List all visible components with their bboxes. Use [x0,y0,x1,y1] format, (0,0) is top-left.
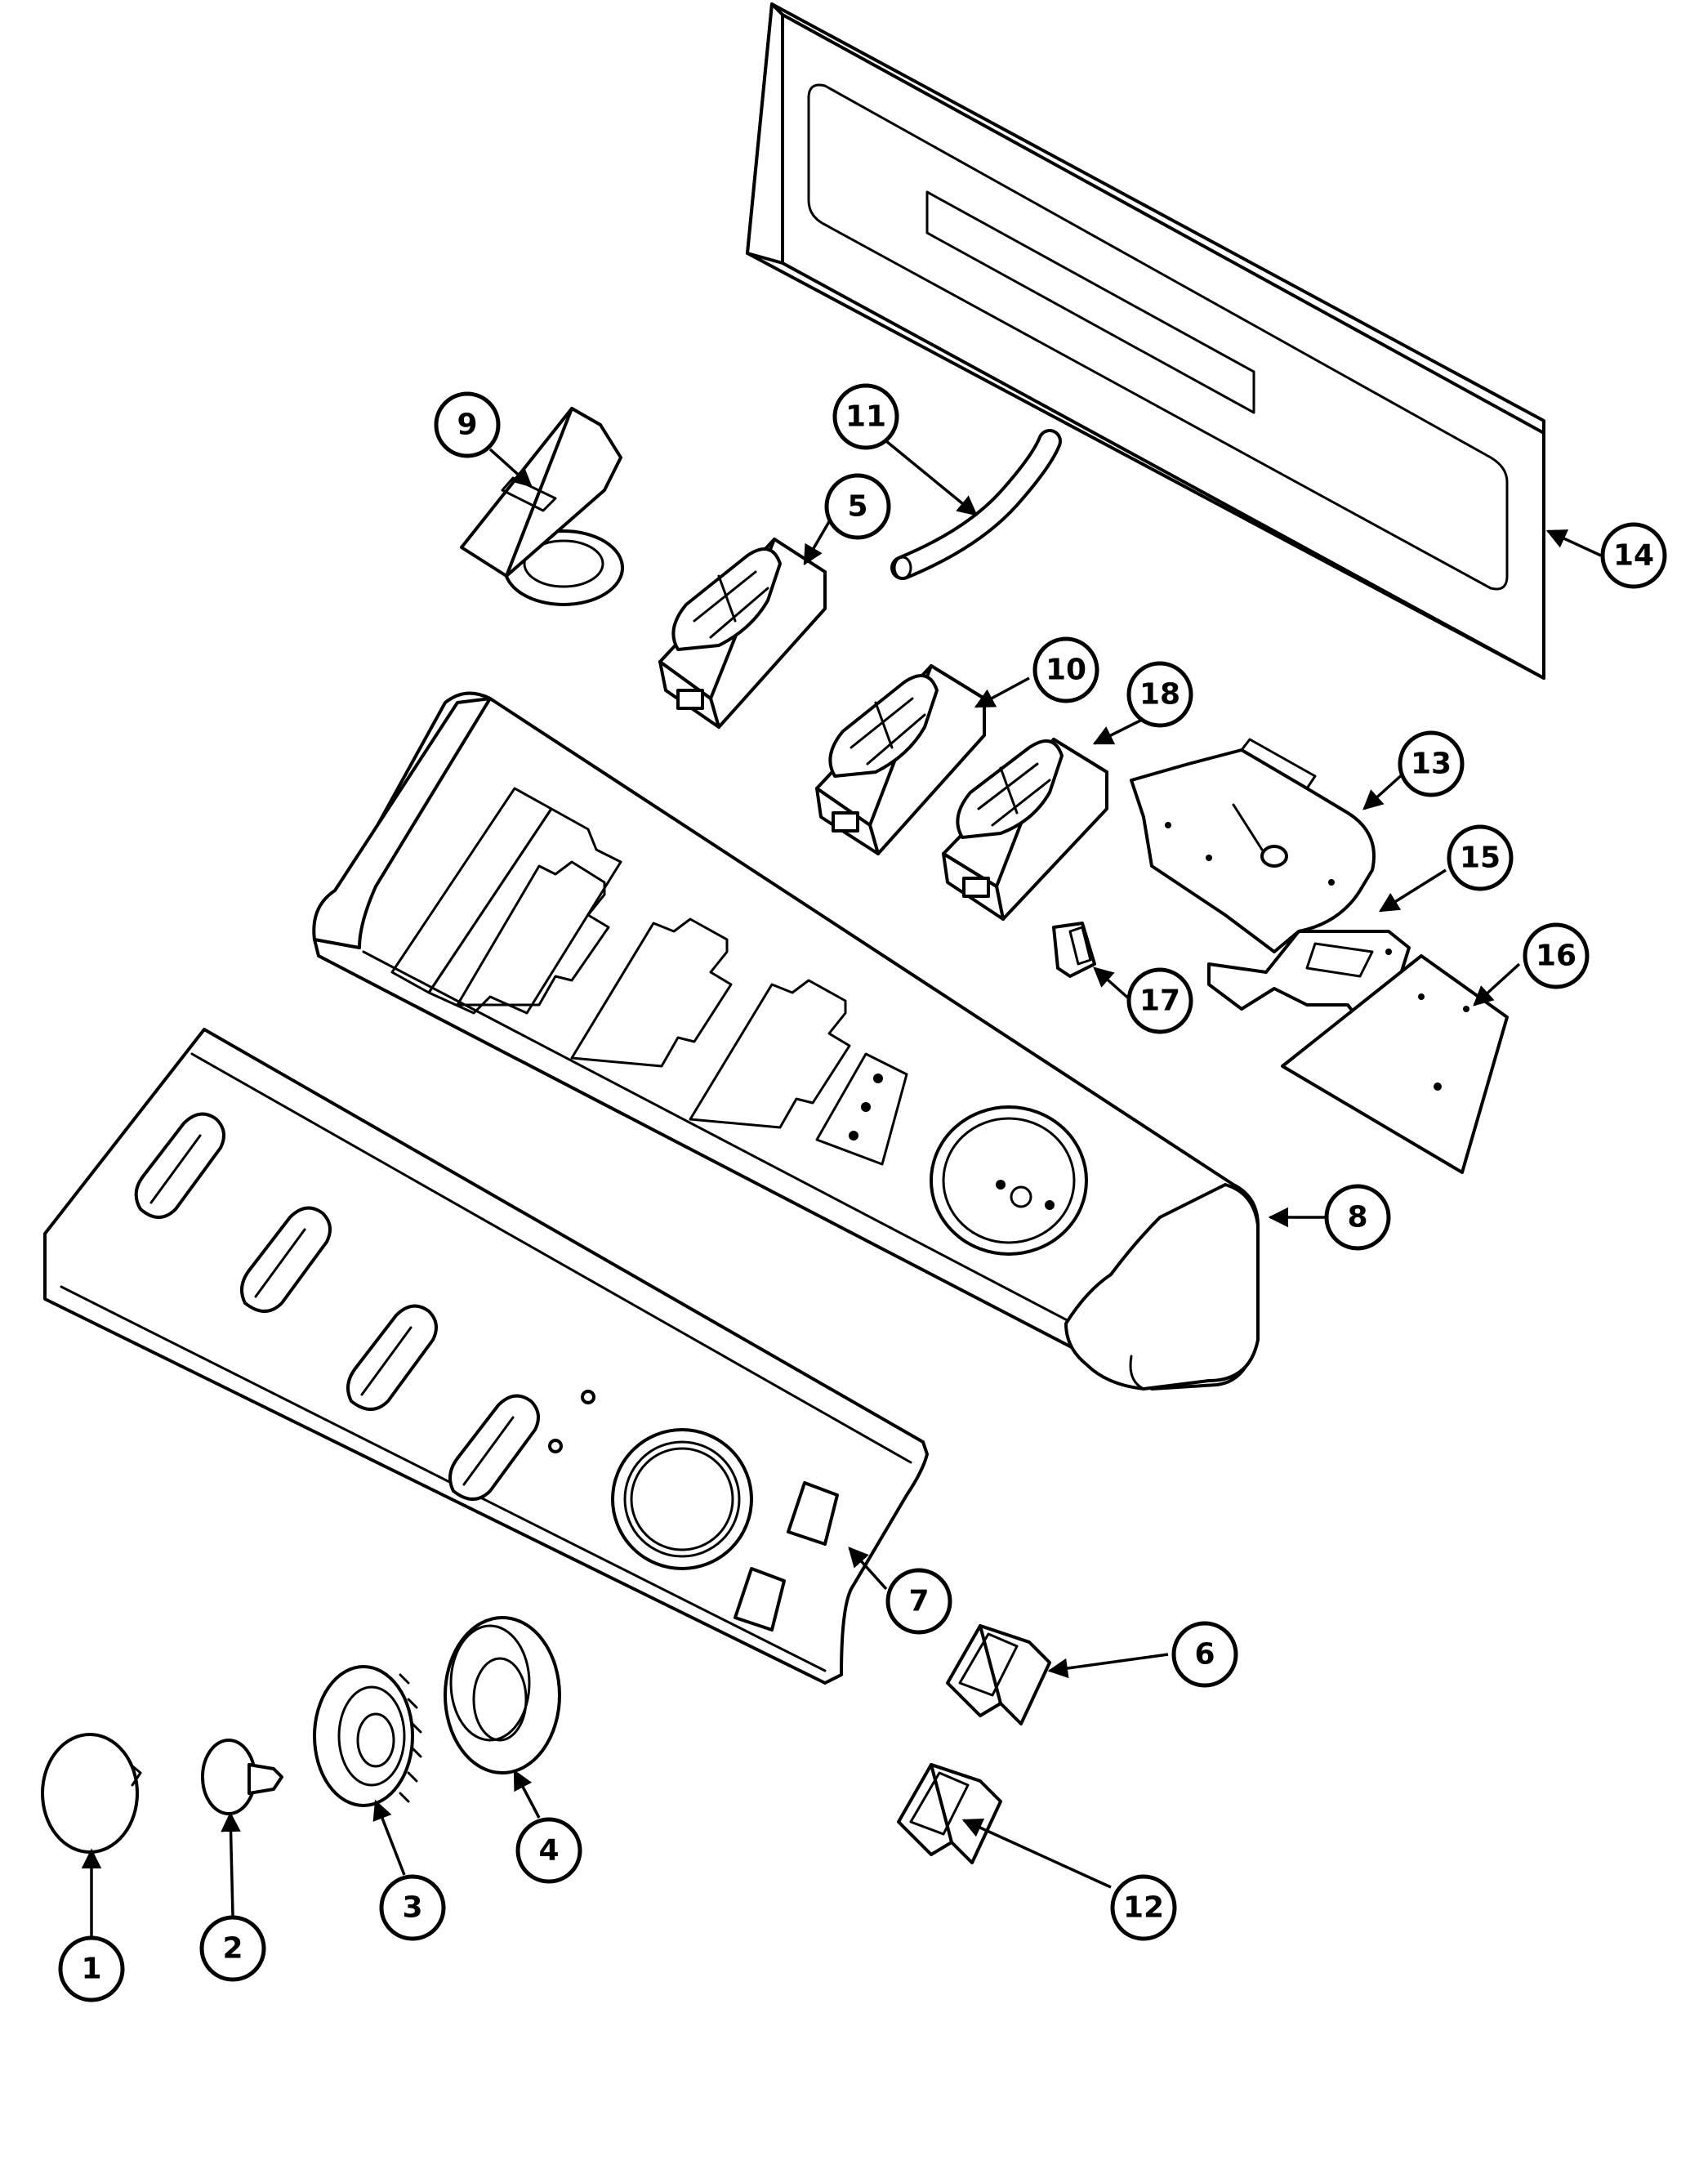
callout-label: 3 [402,1891,422,1925]
callout-label: 13 [1411,748,1452,781]
callout-3: 3 [379,1874,446,1941]
callout-label: 1 [81,1953,101,1986]
callout-label: 7 [908,1585,929,1618]
callout-label: 14 [1613,539,1654,573]
callout-17: 17 [1126,967,1193,1034]
part-5-rotary-switch [658,538,827,729]
callout-5: 5 [824,473,891,540]
callout-15: 15 [1447,824,1514,891]
leader-13 [1362,770,1407,810]
callout-14: 14 [1600,522,1667,589]
callout-6: 6 [1171,1621,1238,1688]
leader-5 [803,514,835,566]
leader-lines [81,440,1602,1936]
callout-4: 4 [515,1817,582,1884]
leader-12 [961,1818,1112,1889]
callout-label: 5 [847,490,867,524]
leader-9 [488,448,533,488]
callout-12: 12 [1110,1874,1177,1941]
leader-17 [1093,966,1133,1002]
callout-label: 9 [457,408,477,442]
part-11-hose [890,429,1062,580]
callout-label: 8 [1347,1201,1367,1234]
leader-10 [974,676,1030,708]
part-13-timer [1130,738,1376,953]
callout-10: 10 [1032,636,1099,703]
part-17-clip [1052,922,1096,978]
callout-label: 6 [1194,1638,1215,1672]
part-12-rocker-switch [897,1763,1002,1864]
callout-label: 11 [845,400,886,434]
part-16-plate [1281,954,1509,1174]
callout-label: 16 [1536,940,1576,973]
leader-18 [1092,717,1144,745]
callout-label: 18 [1139,678,1180,712]
leader-15 [1378,868,1447,913]
callout-label: 17 [1139,984,1180,1018]
callout-label: 4 [538,1834,559,1868]
callout-label: 2 [222,1932,243,1966]
part-8-console-housing [312,691,1260,1391]
part-2-knob-plug [201,1739,283,1815]
callout-1: 1 [58,1935,125,2002]
leader-16 [1473,962,1521,1007]
callout-2: 2 [199,1915,266,1982]
part-10-rotary-switch [815,664,986,855]
leader-11 [885,440,978,516]
callout-label: 15 [1460,841,1501,875]
part-6-rocker-switch [946,1624,1051,1725]
callout-8: 8 [1324,1184,1391,1251]
leader-14 [1545,529,1602,557]
part-3-knob [313,1665,422,1807]
callout-18: 18 [1126,661,1193,728]
part-14-backsplash-panel [746,2,1545,680]
part-4-knob-ring [444,1616,561,1774]
leader-4 [513,1769,541,1819]
callout-label: 10 [1046,654,1086,687]
callout-11: 11 [832,383,899,450]
callout-7: 7 [885,1568,952,1635]
leader-6 [1047,1653,1169,1679]
leader-3 [372,1799,406,1876]
part-9-knob-assembly [460,407,624,606]
callout-13: 13 [1398,730,1465,797]
part-1-knob-cap [41,1733,142,1854]
callout-9: 9 [434,391,501,458]
callout-label: 12 [1123,1891,1164,1925]
leader-2 [221,1811,241,1917]
leader-7 [848,1547,888,1591]
part-18-rotary-switch [942,738,1108,921]
callout-16: 16 [1523,922,1590,989]
part-7-control-panel [43,1028,929,1685]
